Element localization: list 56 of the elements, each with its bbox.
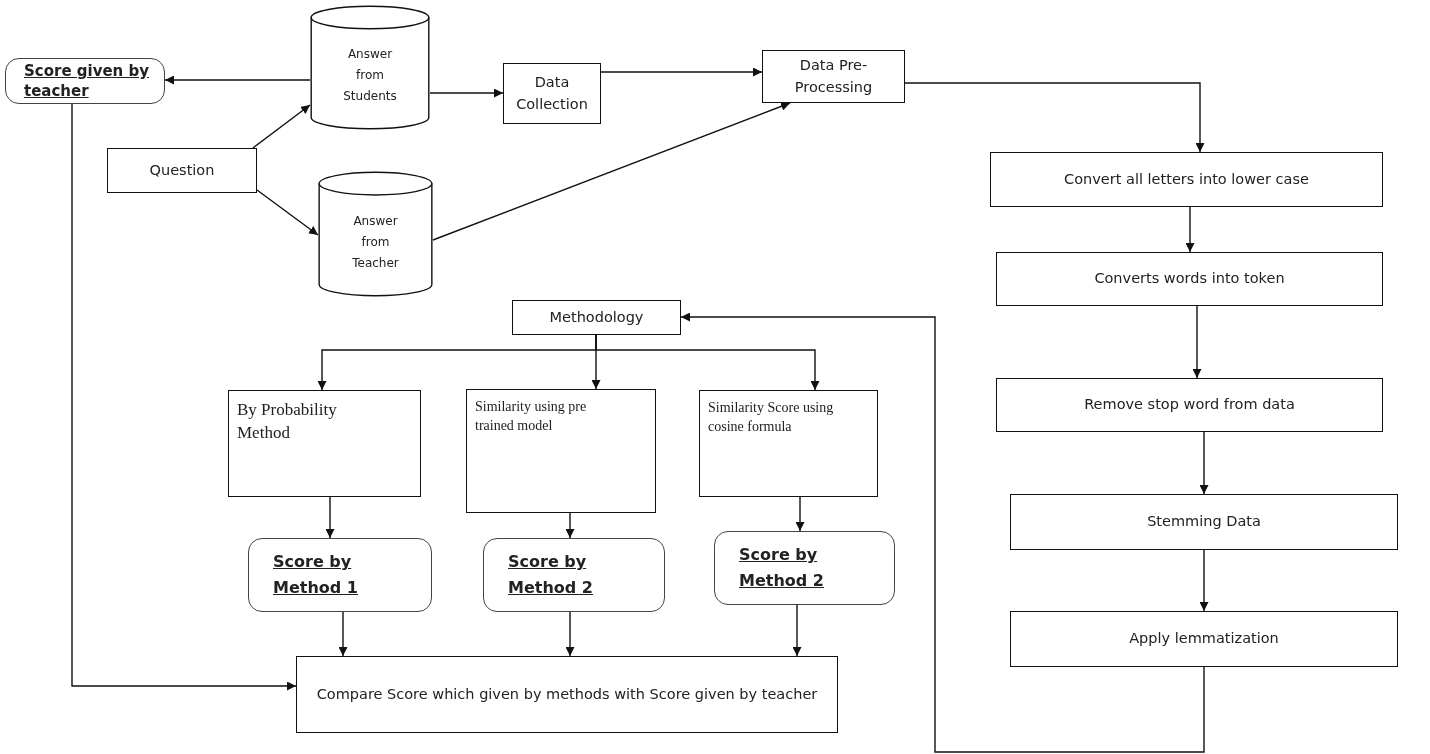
process-box <box>296 656 838 733</box>
process-box <box>996 252 1383 306</box>
rounded-box <box>5 58 165 104</box>
arrow <box>904 82 1205 153</box>
node-label: Score given by teacher <box>24 60 151 102</box>
node-label: Answer from Students <box>342 46 398 105</box>
arrow <box>595 334 820 391</box>
rounded-box <box>248 538 432 612</box>
arrow <box>256 189 319 236</box>
arrow <box>680 312 1205 753</box>
rounded-box <box>714 531 895 605</box>
node-label: Stemming Data <box>1147 512 1261 532</box>
arrow <box>1185 206 1195 253</box>
arrow <box>429 88 504 98</box>
arrow <box>565 611 575 657</box>
node-label: Methodology <box>549 308 644 327</box>
node-label: Similarity Score using cosine formula <box>708 399 835 436</box>
process-box <box>107 148 257 193</box>
arrow <box>1199 549 1209 612</box>
process-box <box>1010 611 1398 667</box>
node-label: Apply lemmatization <box>1129 629 1279 649</box>
process-box <box>1010 494 1398 550</box>
process-box <box>990 152 1383 207</box>
arrow <box>432 102 791 241</box>
process-box <box>228 390 421 497</box>
arrow <box>792 604 802 657</box>
node-label: Data Pre-Processing <box>793 56 874 97</box>
node-label: Score by Method 1 <box>273 551 359 599</box>
arrow <box>565 512 575 539</box>
process-box <box>699 390 878 497</box>
rounded-box <box>483 538 665 612</box>
arrow <box>338 611 348 657</box>
node-label: Remove stop word from data <box>1084 395 1295 415</box>
node-label: Convert all letters into lower case <box>1064 170 1309 189</box>
arrow <box>795 496 805 532</box>
arrow <box>252 104 311 149</box>
node-label: By Probability Method <box>237 399 338 444</box>
node-label: Answer from Teacher <box>351 212 400 272</box>
arrow <box>600 67 763 77</box>
node-label: Compare Score which given by methods with Score given by teacher <box>316 685 818 704</box>
arrow <box>1199 431 1209 495</box>
arrow <box>1192 305 1202 379</box>
process-box <box>466 389 656 513</box>
node-label: Score by Method 2 <box>739 544 825 592</box>
node-label: Similarity using pre trained model <box>475 398 588 435</box>
process-box <box>512 300 681 335</box>
node-label: Data Collection <box>515 73 589 114</box>
process-box <box>762 50 905 103</box>
node-label: Score by Method 2 <box>508 551 594 599</box>
arrow <box>164 75 311 85</box>
process-box <box>503 63 601 124</box>
node-label: Question <box>149 161 215 180</box>
node-label: Converts words into token <box>1094 269 1285 289</box>
arrow <box>325 496 335 539</box>
arrow <box>71 103 297 691</box>
process-box <box>996 378 1383 432</box>
